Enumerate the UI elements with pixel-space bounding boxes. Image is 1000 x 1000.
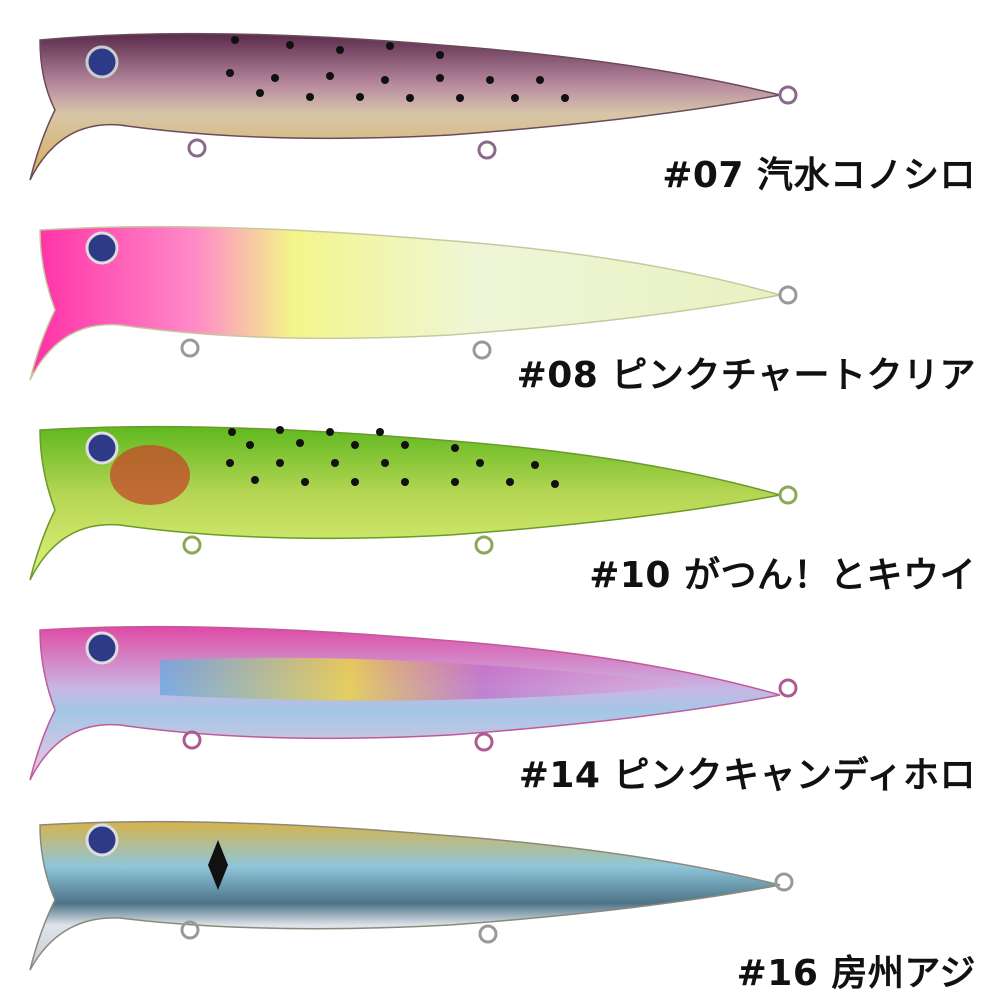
spot-icon (326, 428, 334, 436)
line-eye-icon (778, 85, 798, 105)
spot-icon (251, 476, 259, 484)
spot-icon (276, 459, 284, 467)
spot-icon (436, 74, 444, 82)
spot-icon (386, 42, 394, 50)
spot-icon (486, 76, 494, 84)
gill-patch (110, 445, 190, 505)
lure-label-08: #08 ピンクチャートクリア (516, 355, 976, 396)
spot-icon (306, 93, 314, 101)
lure-image-16 (29, 820, 794, 971)
spot-icon (228, 428, 236, 436)
lure-label-14: #14 ピンクキャンディホロ (518, 755, 976, 796)
hook-eye-rear-icon (478, 924, 498, 944)
spot-icon (286, 41, 294, 49)
spot-icon (531, 461, 539, 469)
lure-row-08: #08 ピンクチャートクリア (0, 200, 1000, 400)
spot-icon (301, 478, 309, 486)
eye-icon (85, 823, 119, 857)
line-eye-icon (778, 678, 798, 698)
spot-icon (351, 478, 359, 486)
line-eye-icon (778, 485, 798, 505)
hook-eye-front-icon (180, 920, 200, 940)
eye-icon (85, 631, 119, 665)
spot-icon (351, 441, 359, 449)
spot-icon (451, 444, 459, 452)
lure-row-10: #10 がつん！とキウイ (0, 400, 1000, 600)
spot-icon (336, 46, 344, 54)
lure-label-16: #16 房州アジ (736, 953, 976, 994)
spot-icon (401, 441, 409, 449)
spot-icon (331, 459, 339, 467)
lure-image-14 (29, 625, 798, 781)
spot-icon (356, 93, 364, 101)
lure-row-16: #16 房州アジ (0, 800, 1000, 1000)
line-eye-icon (774, 872, 794, 892)
spot-icon (256, 89, 264, 97)
hook-eye-front-icon (182, 535, 202, 555)
lure-label-10: #10 がつん！とキウイ (589, 555, 976, 596)
hook-eye-front-icon (182, 730, 202, 750)
lure-row-07: #07 汽水コノシロ (0, 0, 1000, 200)
holo-band (160, 657, 700, 701)
eye-icon (85, 45, 119, 79)
spot-icon (226, 459, 234, 467)
hook-eye-rear-icon (474, 535, 494, 555)
spot-icon (271, 74, 279, 82)
lure-body (29, 425, 781, 581)
eye-icon (85, 231, 119, 265)
spot-icon (231, 36, 239, 44)
spot-icon (296, 439, 304, 447)
lure-body (29, 820, 781, 971)
lure-body (29, 32, 781, 181)
spot-icon (561, 94, 569, 102)
spot-icon (551, 480, 559, 488)
lateral-mark (208, 840, 228, 890)
spot-icon (511, 94, 519, 102)
lure-image-10 (29, 425, 798, 581)
spot-icon (276, 426, 284, 434)
lure-label-07: #07 汽水コノシロ (662, 155, 976, 196)
hook-eye-rear-icon (474, 732, 494, 752)
spot-icon (401, 478, 409, 486)
lure-row-14: #14 ピンクキャンディホロ (0, 600, 1000, 800)
hook-eye-front-icon (187, 138, 207, 158)
spot-icon (506, 478, 514, 486)
spot-icon (246, 441, 254, 449)
spot-icon (376, 428, 384, 436)
spot-icon (381, 459, 389, 467)
hook-eye-front-icon (180, 338, 200, 358)
spot-icon (451, 478, 459, 486)
spot-icon (476, 459, 484, 467)
lure-body (29, 225, 781, 381)
eye-icon (85, 431, 119, 465)
lure-image-08 (29, 225, 798, 381)
spot-icon (381, 76, 389, 84)
line-eye-icon (778, 285, 798, 305)
spot-icon (226, 69, 234, 77)
spot-icon (406, 94, 414, 102)
spot-icon (326, 72, 334, 80)
spot-icon (436, 51, 444, 59)
hook-eye-rear-icon (477, 140, 497, 160)
hook-eye-rear-icon (472, 340, 492, 360)
spot-icon (456, 94, 464, 102)
lure-image-07 (29, 32, 798, 181)
spot-icon (536, 76, 544, 84)
